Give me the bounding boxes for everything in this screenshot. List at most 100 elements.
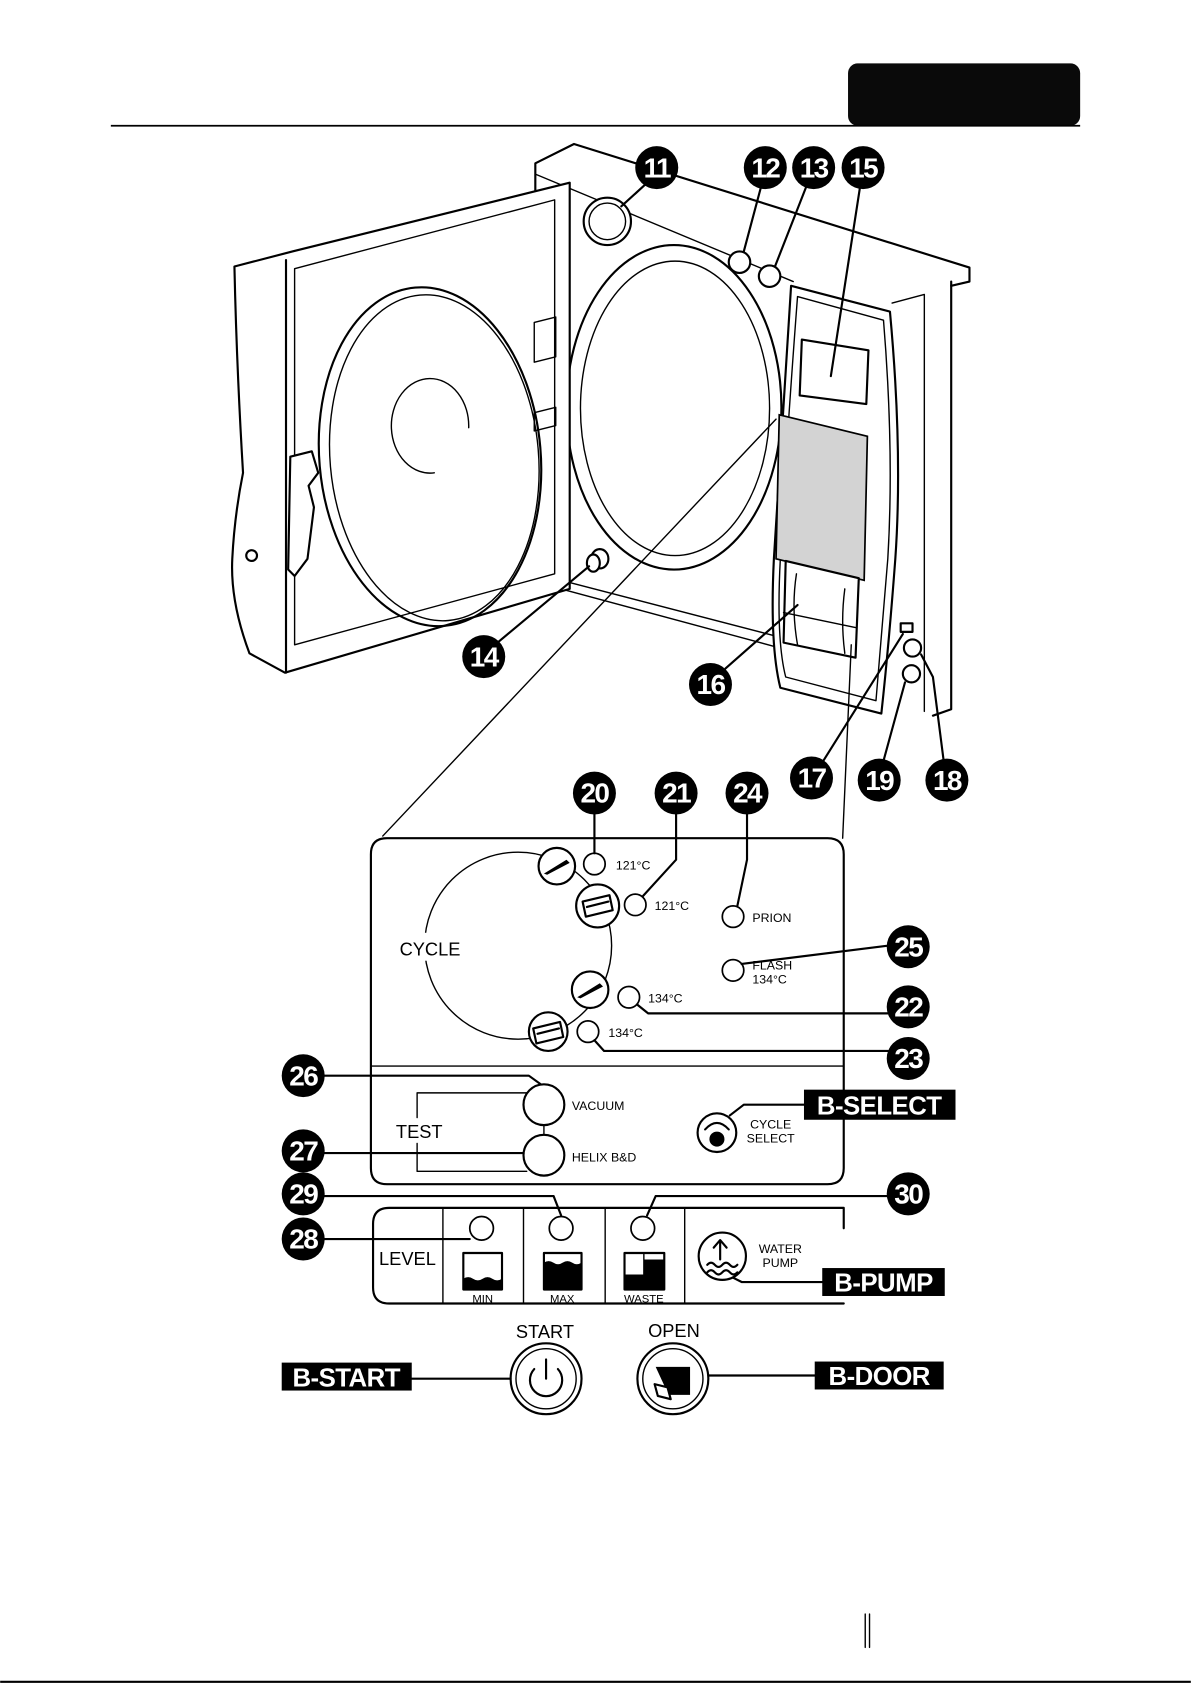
tank-waste-icon <box>625 1253 665 1290</box>
page-header <box>111 63 1080 125</box>
callout-number: 23 <box>894 1043 923 1074</box>
led-label: 134°C <box>648 992 683 1006</box>
callout-number: 19 <box>865 765 894 796</box>
callout-17: 17 <box>790 757 833 800</box>
power-icon <box>511 1343 582 1414</box>
door-switch-knob-front <box>587 555 600 572</box>
autoclave-illustration <box>232 144 969 838</box>
min-label: MIN <box>472 1293 493 1305</box>
led-label: 121°C <box>616 858 651 872</box>
chamber-inner-ring <box>580 261 769 555</box>
cycle-select-icon <box>698 1113 737 1152</box>
leader-12 <box>744 187 761 251</box>
callout-number: 26 <box>289 1060 318 1091</box>
keypad-area <box>776 415 867 580</box>
callout-number: 29 <box>289 1179 318 1210</box>
callout-27: 27 <box>282 1129 325 1172</box>
instrument-icon <box>572 971 609 1008</box>
helix-test-button <box>524 1135 565 1176</box>
led-level-min <box>470 1216 494 1240</box>
b-pump-text: B-PUMP <box>834 1270 933 1298</box>
callout-number: 25 <box>894 931 923 962</box>
led-134-tray <box>577 1021 598 1042</box>
b-start-tag: B-START <box>282 1363 412 1393</box>
page-footer <box>0 1614 1191 1682</box>
callout-number: 24 <box>733 778 763 809</box>
callout-22: 22 <box>887 985 930 1028</box>
led-level-max <box>549 1216 573 1240</box>
led-flash <box>722 960 743 981</box>
leader-b-pump <box>733 1278 822 1282</box>
instrument-icon <box>539 848 576 885</box>
door-hinge-screw <box>246 550 257 561</box>
leader-b-select <box>730 1105 804 1116</box>
water-pump-label: PUMP <box>762 1256 798 1270</box>
tank-max-icon <box>544 1253 582 1290</box>
leader-24 <box>737 813 747 905</box>
callout-26: 26 <box>282 1054 325 1097</box>
callout-21: 21 <box>655 772 698 815</box>
max-label: MAX <box>550 1293 575 1305</box>
callout-number: 20 <box>580 778 609 809</box>
callout-18: 18 <box>925 759 968 802</box>
vacuum-test-button <box>524 1084 565 1125</box>
water-pump-label: WATER <box>759 1242 802 1256</box>
helix-label: HELIX B&D <box>572 1151 637 1165</box>
callout-number: 16 <box>697 669 726 700</box>
callout-number: 12 <box>751 152 780 183</box>
leader-22 <box>637 1005 887 1014</box>
body-right-side <box>933 282 951 716</box>
callout-13: 13 <box>792 146 835 189</box>
cycle-select-label: SELECT <box>747 1131 795 1145</box>
chamber-outer-ring <box>566 245 781 570</box>
callout-25: 25 <box>887 925 930 968</box>
door-open-icon <box>637 1343 708 1414</box>
indicator-17 <box>901 623 913 632</box>
cycle-label: CYCLE <box>400 938 461 959</box>
start-label: START <box>516 1321 574 1342</box>
leader-19 <box>883 682 904 760</box>
led-label: 121°C <box>655 899 690 913</box>
leader-30 <box>647 1196 888 1215</box>
callout-number: 28 <box>289 1224 318 1255</box>
body-front-top-edge <box>535 174 793 281</box>
indicator-19 <box>903 665 920 682</box>
port-12 <box>729 251 750 272</box>
callout-number: 17 <box>798 763 827 794</box>
callout-number: 11 <box>644 152 671 183</box>
prion-label: PRION <box>752 911 791 925</box>
callout-12: 12 <box>744 146 787 189</box>
led-121-instruments <box>584 853 605 874</box>
cycle-panel: CYCLE 121°C 121°C 134°C 134°C PR <box>324 813 956 1184</box>
footer-separator-mark <box>865 1614 869 1647</box>
main-controls: START OPEN B-START B-DOOR <box>282 1320 944 1414</box>
led-level-waste <box>631 1216 655 1240</box>
cycle-select-label: CYCLE <box>750 1117 791 1131</box>
leader-11 <box>621 185 645 206</box>
printer-slot <box>784 561 859 658</box>
callout-24: 24 <box>726 772 769 815</box>
b-pump-tag: B-PUMP <box>822 1268 945 1298</box>
tank-min-icon <box>463 1253 502 1290</box>
led-label: 134°C <box>608 1026 643 1040</box>
callout-29: 29 <box>282 1172 325 1215</box>
door-outer <box>232 183 570 673</box>
callout-16: 16 <box>689 663 732 706</box>
leader-13 <box>775 187 806 267</box>
tray-icon <box>529 1012 568 1051</box>
callout-28: 28 <box>282 1218 325 1261</box>
b-start-text: B-START <box>292 1364 400 1392</box>
callout-15: 15 <box>842 146 885 189</box>
leader-25 <box>742 946 888 964</box>
callout-23: 23 <box>887 1037 930 1080</box>
callout-number: 15 <box>849 152 878 183</box>
callout-number: 22 <box>894 992 923 1023</box>
waste-label: WASTE <box>624 1293 664 1305</box>
callout-number: 14 <box>470 641 500 672</box>
tray-icon <box>576 884 619 927</box>
level-panel: LEVEL MIN MAX WASTE WATER PUMP <box>324 1196 945 1305</box>
callout-number: 27 <box>289 1136 318 1167</box>
callout-number: 13 <box>800 152 829 183</box>
callout-number: 21 <box>662 778 691 809</box>
